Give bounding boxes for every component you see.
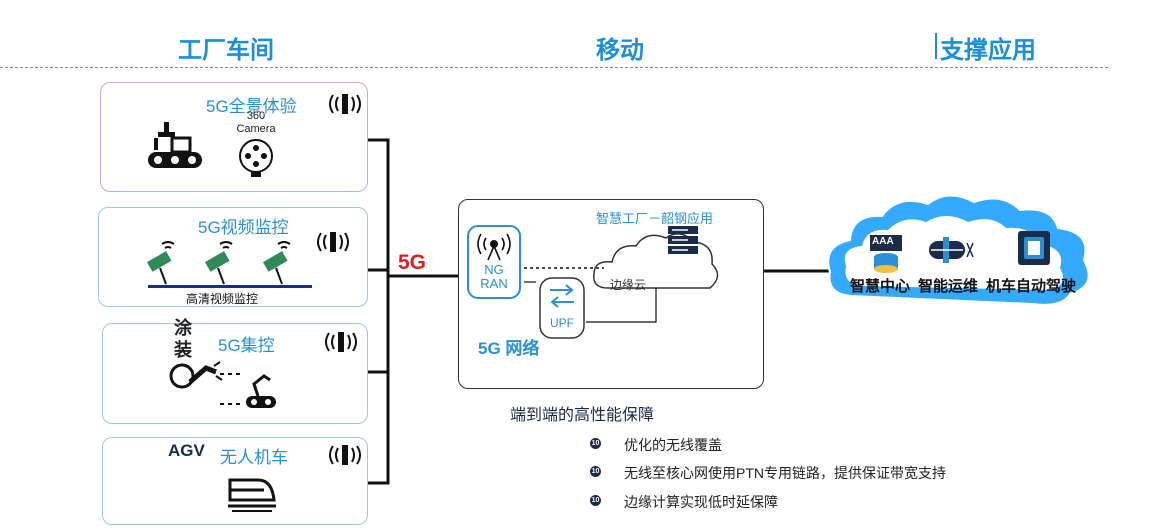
header-divider	[0, 67, 1108, 68]
surveillance-cameras-icon	[146, 241, 291, 285]
network-internals	[467, 225, 719, 339]
camera-360-icon	[239, 139, 273, 177]
locomotive-icon	[1018, 231, 1050, 265]
header-support: 支撑应用	[940, 37, 1036, 64]
guarantee-item: 优化的无线覆盖	[624, 437, 722, 453]
aaa-badge: AAA	[872, 236, 894, 247]
antenna-icon	[329, 94, 361, 114]
train-icon	[228, 478, 276, 512]
ran-label: NG RAN	[480, 262, 508, 291]
painting-label: 涂 装	[174, 318, 192, 360]
panel-control	[102, 323, 368, 424]
agv-title: 无人机车	[220, 448, 288, 467]
app-auto-driving: 机车自动驾驶	[986, 278, 1077, 295]
link-5g-label: 5G	[398, 251, 427, 274]
panel-video	[98, 207, 368, 307]
antenna-icon	[329, 445, 361, 465]
antenna-icon	[325, 332, 357, 352]
server-stack-icon	[870, 235, 902, 273]
guarantee-item: 无线至核心网使用PTN专用链路，提供保证带宽支持	[624, 465, 946, 481]
upf-label: UPF	[550, 316, 574, 330]
panel-panorama	[100, 82, 368, 192]
upf-box	[539, 277, 585, 339]
control-title: 5G集控	[218, 336, 275, 355]
video-title: 5G视频监控	[198, 218, 289, 237]
app-smart-center: 智慧中心	[850, 278, 911, 295]
app-smart-ops: 智能运维	[918, 278, 979, 295]
ops-gear-icon	[929, 237, 974, 263]
bullet-icon: 10	[590, 466, 601, 477]
robot-arm-icon	[169, 361, 276, 408]
bullet-icon: 10	[590, 438, 601, 449]
video-caption: 高清视频监控	[186, 292, 259, 306]
cloud-label: 边缘云	[610, 278, 647, 292]
camera-label: 360 Camera	[236, 110, 276, 135]
header-marker	[935, 33, 937, 59]
robot-cart-icon	[148, 122, 202, 168]
guarantee-item: 边缘计算实现低时延保障	[624, 494, 778, 510]
header-mobile: 移动	[596, 37, 644, 64]
network-title: 5G 网络	[478, 339, 540, 358]
server-icon	[668, 226, 698, 254]
guarantee-heading: 端到端的高性能保障	[510, 407, 655, 424]
ran-box	[467, 225, 521, 299]
agv-label: AGV	[168, 441, 205, 460]
bullet-icon: 10	[590, 495, 601, 506]
panorama-title: 5G全景体验	[206, 97, 297, 116]
cloud-title: 智慧工厂－韶钢应用	[596, 211, 714, 226]
antenna-icon	[317, 232, 349, 252]
camera-rail	[148, 285, 312, 288]
header-factory: 工厂车间	[178, 37, 274, 64]
